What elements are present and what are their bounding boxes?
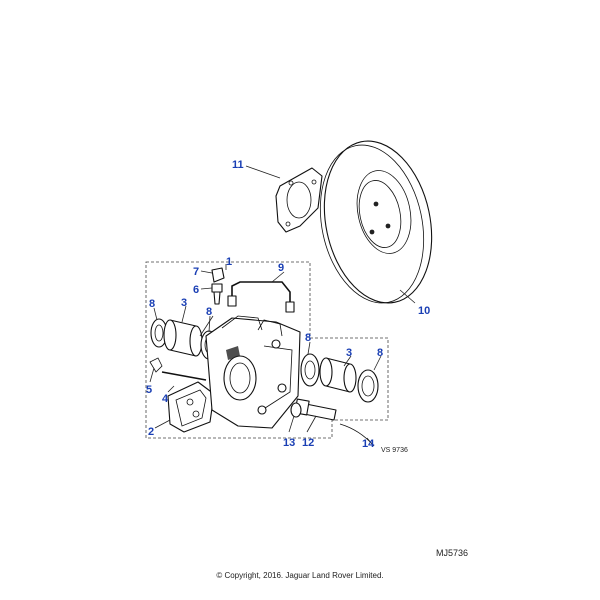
- seal-right-inner: [300, 353, 320, 387]
- callout-4: 4: [162, 393, 169, 405]
- callout-8-center: 8: [206, 306, 212, 318]
- brake-pipe: [227, 281, 295, 313]
- callout-2: 2: [148, 426, 154, 438]
- bleed-screw: [211, 283, 223, 305]
- seal-left: [150, 318, 168, 348]
- callout-3-left: 3: [181, 297, 187, 309]
- brake-disc: [319, 140, 433, 304]
- callout-3-right: 3: [346, 347, 352, 359]
- callout-8-right-inner: 8: [305, 332, 311, 344]
- callout-5: 5: [146, 384, 152, 396]
- copyright-notice: © Copyright, 2016. Jaguar Land Rover Lim…: [216, 571, 384, 580]
- callout-11: 11: [232, 159, 244, 171]
- piston-left: [163, 319, 203, 357]
- washer: [290, 402, 302, 418]
- callout-8-left: 8: [149, 298, 155, 310]
- brake-pad: [167, 381, 215, 433]
- leader-lines: [149, 165, 416, 445]
- callout-9: 9: [278, 262, 284, 274]
- drawing-reference: VS 9736: [381, 447, 408, 454]
- seal-right-outer: [357, 369, 379, 403]
- caliper-body: [205, 315, 301, 429]
- callout-8-right-outer: 8: [377, 347, 383, 359]
- piston-right: [319, 357, 357, 393]
- callouts: 11 10 1 9 7 6 8 3 8 5 4 2 8 3 8 13 12 14: [146, 159, 430, 450]
- callout-10: 10: [418, 305, 430, 317]
- disc-shim: [275, 167, 323, 233]
- caliper-assembly-outline: [145, 261, 389, 439]
- callout-13: 13: [283, 437, 295, 449]
- callout-7: 7: [193, 266, 199, 278]
- callout-1: 1: [226, 256, 232, 268]
- callout-6: 6: [193, 284, 199, 296]
- callout-14: 14: [362, 438, 375, 450]
- figure-code: MJ5736: [436, 548, 469, 558]
- bleed-cap: [211, 267, 225, 283]
- callout-12: 12: [302, 437, 314, 449]
- retaining-pin: [149, 357, 207, 381]
